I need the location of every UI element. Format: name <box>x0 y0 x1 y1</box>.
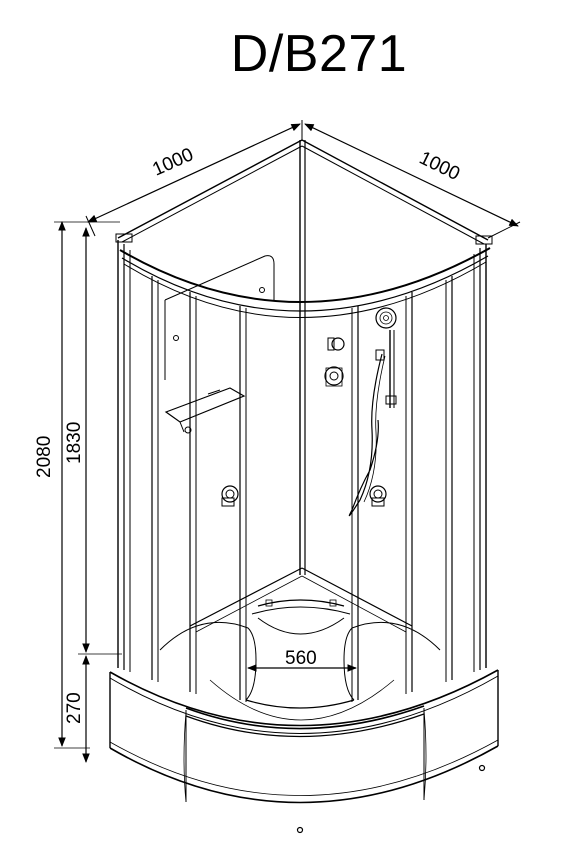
width-right-label: 1000 <box>416 148 463 185</box>
enclosure-frame <box>115 139 493 702</box>
tray-height-label: 270 <box>64 692 85 724</box>
model-title: D/B271 <box>230 25 408 83</box>
top-dimension-lines <box>85 120 521 239</box>
back-wall-fittings <box>164 255 397 635</box>
vertical-dimension-lines <box>54 221 122 763</box>
enclosure-height-label: 1830 <box>64 422 85 464</box>
door-opening-label: 560 <box>285 648 317 669</box>
shower-tray <box>109 621 499 834</box>
total-height-label: 2080 <box>34 436 55 478</box>
